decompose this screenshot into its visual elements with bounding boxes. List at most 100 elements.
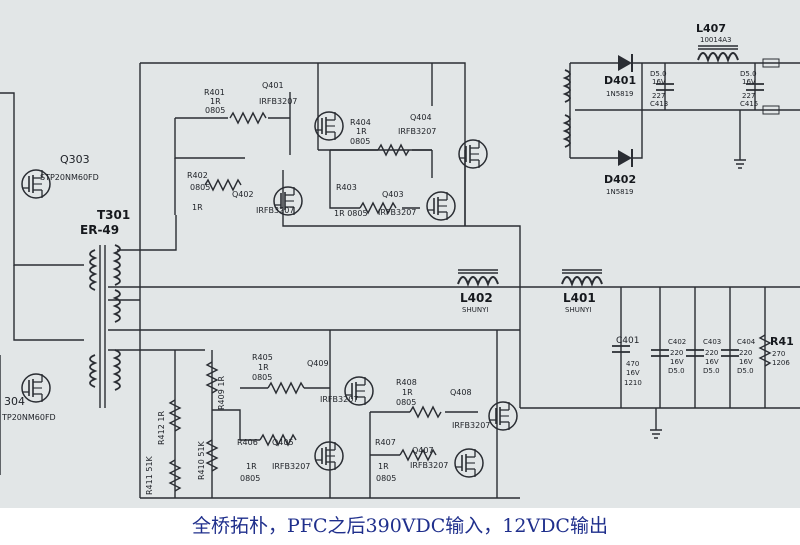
l401-label: L401 [563,291,596,305]
q303-label: Q303 [60,153,90,166]
q409-part: IRFB3207 [320,395,358,404]
c401-value: 470 [626,360,639,368]
l401-part: SHUNYI [565,306,591,314]
r403-label: R403 [336,183,357,192]
r405-label: R405 [252,353,273,362]
c404-voltage: 16V [739,358,753,366]
c401-voltage: 16V [626,369,640,377]
c401-size: 1210 [624,379,642,387]
q409-label: Q409 [307,359,329,368]
q402-part: IRFB3207 [256,206,294,215]
q407-part: IRFB3207 [410,461,448,470]
c403-label: C403 [703,338,721,346]
r41x-value: 270 [772,350,785,358]
q408-label: Q408 [450,388,472,397]
r404-label: R404 [350,118,371,127]
c403-voltage: 16V [705,358,719,366]
mosfet-q408-icon [488,401,518,431]
q404-label: Q404 [410,113,432,122]
r411-label: R411 51K [145,455,154,495]
l407-label: L407 [696,22,726,35]
q404-part: IRFB3207 [398,127,436,136]
r405-value: 1R [258,363,269,372]
r409-label: R409 1R [217,376,226,410]
c415-value: 227 [742,92,755,100]
c413-value: 227 [652,92,665,100]
r408-value: 1R [402,388,413,397]
q303-part: STP20NM60FD [40,173,99,182]
diode-d401-icon [618,54,633,72]
full-bridge-schematic: Q303 STP20NM60FD 304 TP20NM60FD T301 ER-… [0,22,800,499]
mosfet-q401-icon [314,111,344,141]
t301-label: T301 [97,208,130,222]
inductor-l407-icon [697,45,739,61]
c402-voltage: 16V [670,358,684,366]
q401-part: IRFB3207 [259,97,297,106]
r402-label: R402 [187,171,208,180]
r410-label: R410 51K [197,440,206,480]
r401-size: 0805 [205,106,225,115]
c413-label: C413 [650,100,668,108]
r408-label: R408 [396,378,417,387]
r402-value: 1R [192,203,203,212]
r401-label: R401 [204,88,225,97]
c415-rating: D5.0 [740,70,757,78]
d401-part: 1N5819 [606,90,634,98]
r412-label: R412 1R [157,411,166,445]
c402-label: C402 [668,338,686,346]
diode-d402-icon [618,149,633,167]
q403-label: Q403 [382,190,404,199]
mosfet-q404-icon [458,139,488,169]
q304-part: TP20NM60FD [1,413,56,422]
r41x-label: R41 [770,335,794,348]
q401-label: Q401 [262,81,284,90]
q405-part: IRFB3207 [272,462,310,471]
er49-label: ER-49 [80,223,119,237]
q304-label: 304 [4,395,25,408]
inductor-l402-icon [457,269,499,285]
r407-label: R407 [375,438,396,447]
r401-value: 1R [210,97,221,106]
c401-label: C401 [616,336,639,346]
q407-label: Q407 [412,446,434,455]
mosfet-q405-icon [314,441,344,471]
r405-size: 0805 [252,373,272,382]
c415-label: C415 [740,100,758,108]
r407-size: 0805 [376,474,396,483]
r402-size: 0805 [190,183,210,192]
d401-label: D401 [604,74,636,87]
d402-label: D402 [604,173,636,186]
r404-size: 0805 [350,137,370,146]
schematic-photo: Q303 STP20NM60FD 304 TP20NM60FD T301 ER-… [0,0,800,508]
d402-part: 1N5819 [606,188,634,196]
q403-part: IRFB3207 [378,208,416,217]
inductor-l401-icon [561,269,603,285]
c413-voltage: 16V [652,78,666,86]
r41x-size: 1206 [772,359,790,367]
l402-part: SHUNYI [462,306,488,314]
transformer-coil-icon [89,63,571,391]
c404-label: C404 [737,338,756,346]
r406-value: 1R [246,462,257,471]
l402-label: L402 [460,291,493,305]
c403-size: D5.0 [703,367,720,375]
r404-value: 1R [356,127,367,136]
c402-value: 220 [670,349,683,357]
output-connector-icon [762,105,780,115]
capacitor-icon [612,83,764,357]
c403-value: 220 [705,349,718,357]
c404-size: D5.0 [737,367,754,375]
r406-size: 0805 [240,474,260,483]
r408-size: 0805 [396,398,416,407]
c415-voltage: 16V [742,78,756,86]
r406-label: R406 [237,438,258,447]
r407-value: 1R [378,462,389,471]
c402-size: D5.0 [668,367,685,375]
resistor-icon [168,111,772,492]
mosfet-q304-icon [21,373,51,403]
c413-rating: D5.0 [650,70,667,78]
q402-label: Q402 [232,190,254,199]
output-connector-icon [762,58,780,68]
r403-value-size: 1R 0805 [334,209,368,218]
c404-value: 220 [739,349,752,357]
